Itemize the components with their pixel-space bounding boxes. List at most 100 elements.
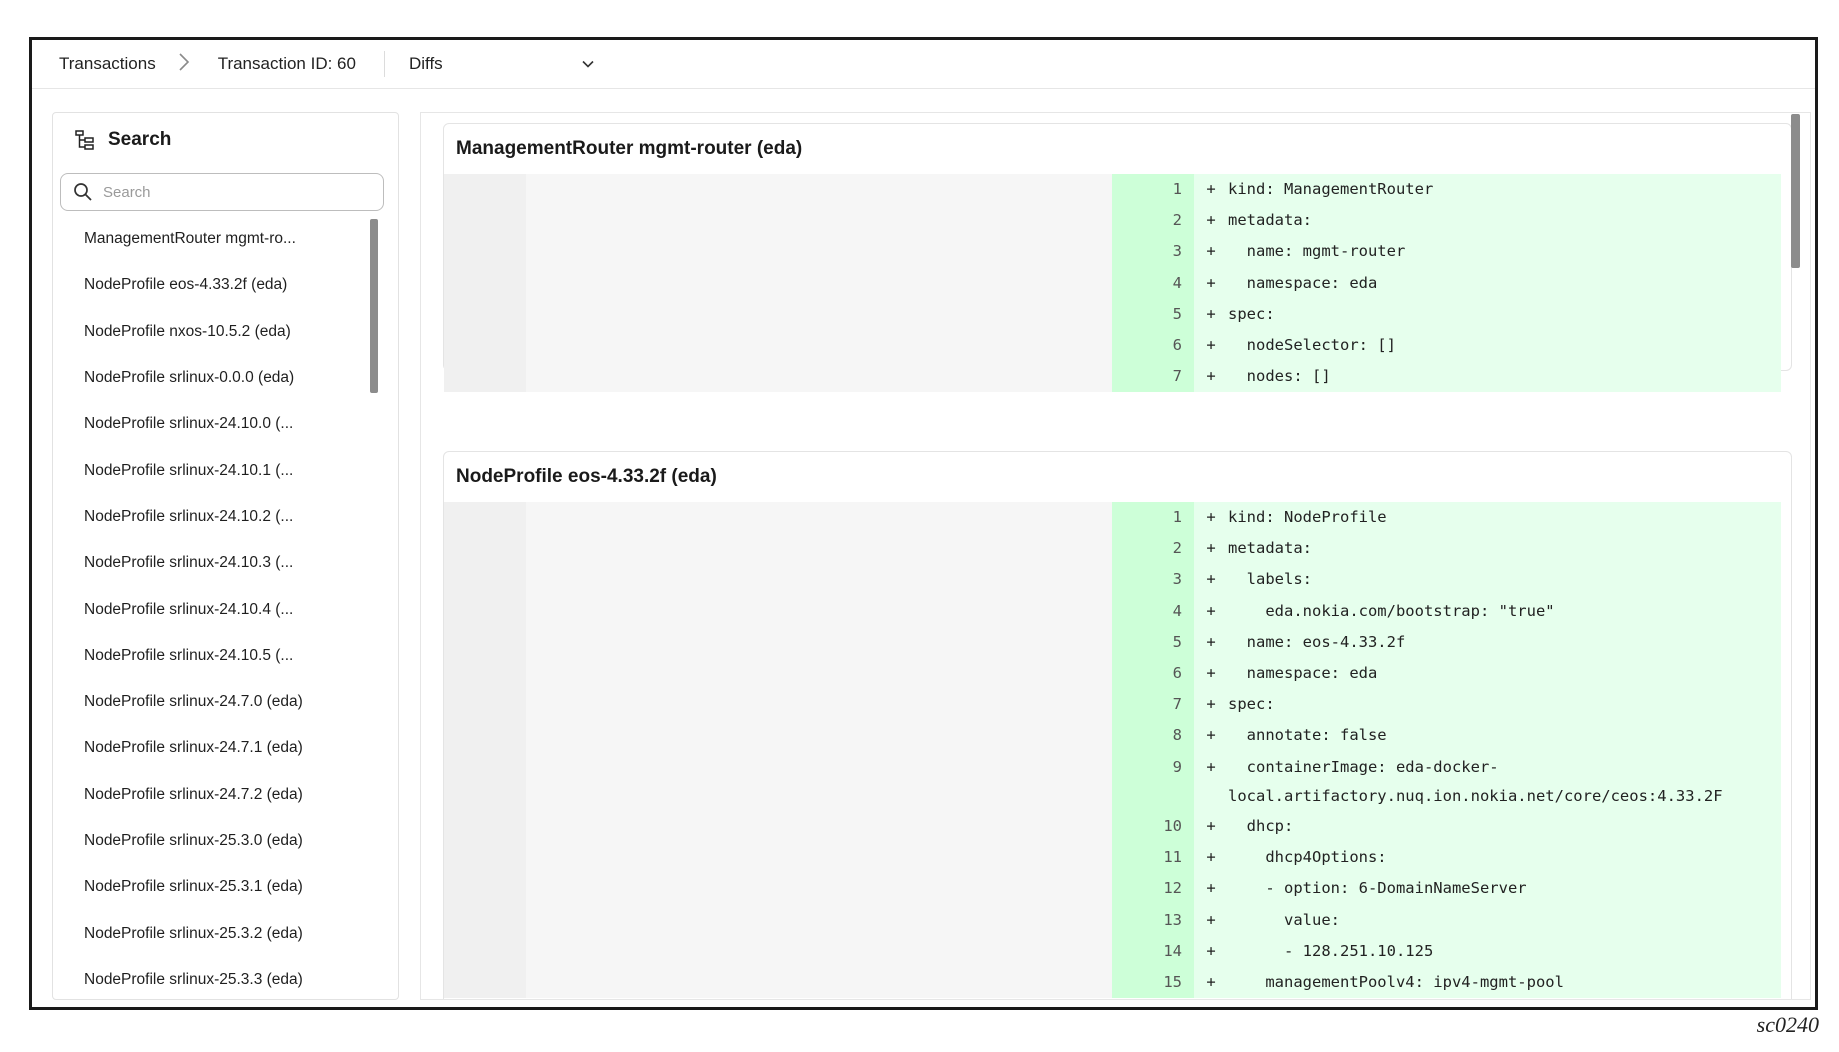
line-code: namespace: eda [1228, 663, 1378, 682]
old-line-gutter [444, 502, 526, 999]
added-marker: + [1206, 570, 1216, 589]
app-window: Transactions Transaction ID: 60 Diffs Se… [29, 37, 1818, 1010]
diff-line-added: 13+ value: [1112, 904, 1781, 936]
added-marker: + [1206, 367, 1216, 386]
chevron-right-icon [178, 52, 190, 76]
search-result-item[interactable]: NodeProfile srlinux-24.10.5 (... [84, 646, 294, 664]
line-number: 3 [1112, 236, 1194, 268]
search-result-item[interactable]: NodeProfile srlinux-25.3.3 (eda) [84, 970, 303, 988]
breadcrumb-transactions-link[interactable]: Transactions [59, 54, 156, 73]
added-marker: + [1206, 726, 1216, 745]
diff-line-added: 2+metadata: [1112, 205, 1781, 237]
search-panel-title: Search [108, 129, 172, 150]
line-number: 11 [1112, 842, 1194, 874]
search-result-item[interactable]: NodeProfile srlinux-24.7.2 (eda) [84, 785, 303, 803]
search-result-item[interactable]: NodeProfile srlinux-25.3.0 (eda) [84, 832, 303, 849]
search-result-item[interactable]: NodeProfile srlinux-0.0.0 (eda) [84, 369, 295, 387]
added-marker: + [1206, 817, 1216, 835]
line-number: 1 [1112, 502, 1194, 534]
diff-line-added: 1 + kind: ManagementRouter [1112, 174, 1781, 206]
line-number: 1 [1112, 174, 1194, 206]
line-code: - option: 6-DomainNameServer [1228, 879, 1527, 898]
added-marker: + [1206, 304, 1216, 323]
search-result-item[interactable]: NodeProfile nxos-10.5.2 (eda) [84, 322, 291, 340]
search-result-item[interactable]: NodeProfile srlinux-24.10.1 (... [84, 461, 294, 479]
added-marker: + [1206, 941, 1216, 960]
old-line-gutter [444, 174, 526, 393]
diff-line-added: 7 + nodes: [] [1112, 361, 1781, 393]
search-result-item[interactable]: NodeProfile srlinux-24.7.1 (eda) [84, 739, 303, 757]
search-panel-header: Search [53, 113, 398, 167]
diff-line-added: 3+ labels: [1112, 564, 1781, 596]
divider [383, 51, 385, 77]
search-result-item[interactable]: NodeProfile srlinux-25.3.1 (eda) [84, 878, 303, 896]
search-result-item[interactable]: NodeProfile srlinux-24.10.0 (... [84, 415, 294, 433]
line-code: dhcp4Options: [1228, 848, 1387, 867]
added-marker: + [1206, 757, 1216, 776]
diff-line-added: 12+ - option: 6-DomainNameServer [1112, 873, 1781, 905]
line-code: - 128.251.10.125 [1228, 941, 1434, 960]
added-marker: + [1206, 335, 1216, 354]
diff-line-added: 10+ dhcp: [1112, 811, 1781, 843]
chevron-down-icon [582, 60, 594, 68]
added-marker: + [1206, 273, 1216, 292]
added-marker: + [1206, 508, 1216, 526]
diff-line-added: 15+ managementPoolv4: ipv4-mgmt-pool [1112, 966, 1781, 999]
line-code: nodes: [] [1228, 367, 1331, 386]
line-number: 9 [1112, 751, 1194, 811]
added-marker: + [1206, 695, 1216, 714]
search-input[interactable] [103, 183, 353, 201]
view-select-dropdown[interactable]: Diffs [385, 54, 595, 74]
added-marker: + [1206, 211, 1216, 230]
line-number: 8 [1112, 720, 1194, 752]
line-number: 7 [1112, 361, 1194, 393]
search-result-item[interactable]: NodeProfile eos-4.33.2f (eda) [84, 276, 288, 294]
search-result-item[interactable]: NodeProfile srlinux-24.10.3 (... [84, 554, 294, 572]
line-code: metadata: [1228, 211, 1312, 230]
search-result-item[interactable]: NodeProfile srlinux-25.3.2 (eda) [84, 924, 303, 942]
diff-line-added: 6+ nodeSelector: [] [1112, 329, 1781, 362]
added-marker: + [1206, 632, 1216, 651]
results-scrollbar[interactable] [370, 219, 378, 393]
line-number: 4 [1112, 595, 1194, 627]
added-marker: + [1206, 601, 1216, 620]
search-result-item[interactable]: ManagementRouter mgmt-ro... [84, 230, 296, 248]
line-code: kind: ManagementRouter [1228, 180, 1434, 198]
added-marker: + [1206, 242, 1216, 261]
diff-line-added: 5+spec: [1112, 298, 1781, 330]
line-code: namespace: eda [1228, 273, 1378, 292]
line-number: 13 [1112, 904, 1194, 936]
line-number: 7 [1112, 689, 1194, 721]
added-marker: + [1206, 663, 1216, 682]
line-number: 5 [1112, 298, 1194, 330]
added-marker: + [1206, 180, 1216, 198]
diff-line-added: 4+ namespace: eda [1112, 267, 1781, 299]
search-result-item[interactable]: NodeProfile srlinux-24.10.4 (... [84, 600, 294, 618]
search-result-item[interactable]: NodeProfile srlinux-24.10.2 (... [84, 507, 294, 525]
old-side-pane [444, 174, 1112, 393]
line-code: labels: [1228, 570, 1312, 589]
added-marker: + [1206, 879, 1216, 898]
line-code: dhcp: [1228, 817, 1294, 835]
old-side-pane [444, 502, 1112, 999]
line-number: 6 [1112, 657, 1194, 690]
line-code: annotate: false [1228, 726, 1387, 745]
breadcrumb: Transactions Transaction ID: 60 Diffs [32, 40, 1815, 89]
line-number: 2 [1112, 533, 1194, 565]
search-field[interactable] [60, 173, 384, 211]
diff-title: ManagementRouter mgmt-router (eda) [456, 138, 803, 159]
diff-line-added: 6 + namespace: eda [1112, 657, 1781, 690]
line-code: kind: NodeProfile [1228, 508, 1387, 526]
diff-line-added: 1 + kind: NodeProfile [1112, 502, 1781, 534]
content-scrollbar[interactable] [1791, 114, 1800, 268]
breadcrumb-current: Transaction ID: 60 [217, 54, 356, 73]
line-code: eda.nokia.com/bootstrap: "true" [1228, 601, 1555, 620]
added-marker: + [1206, 972, 1216, 991]
line-number: 14 [1112, 935, 1194, 967]
line-code: spec: [1228, 695, 1275, 714]
tree-structure-icon [75, 130, 94, 150]
diff-line-added: 2+metadata: [1112, 533, 1781, 565]
line-number: 15 [1112, 966, 1194, 999]
search-result-item[interactable]: NodeProfile srlinux-24.7.0 (eda) [84, 693, 303, 711]
